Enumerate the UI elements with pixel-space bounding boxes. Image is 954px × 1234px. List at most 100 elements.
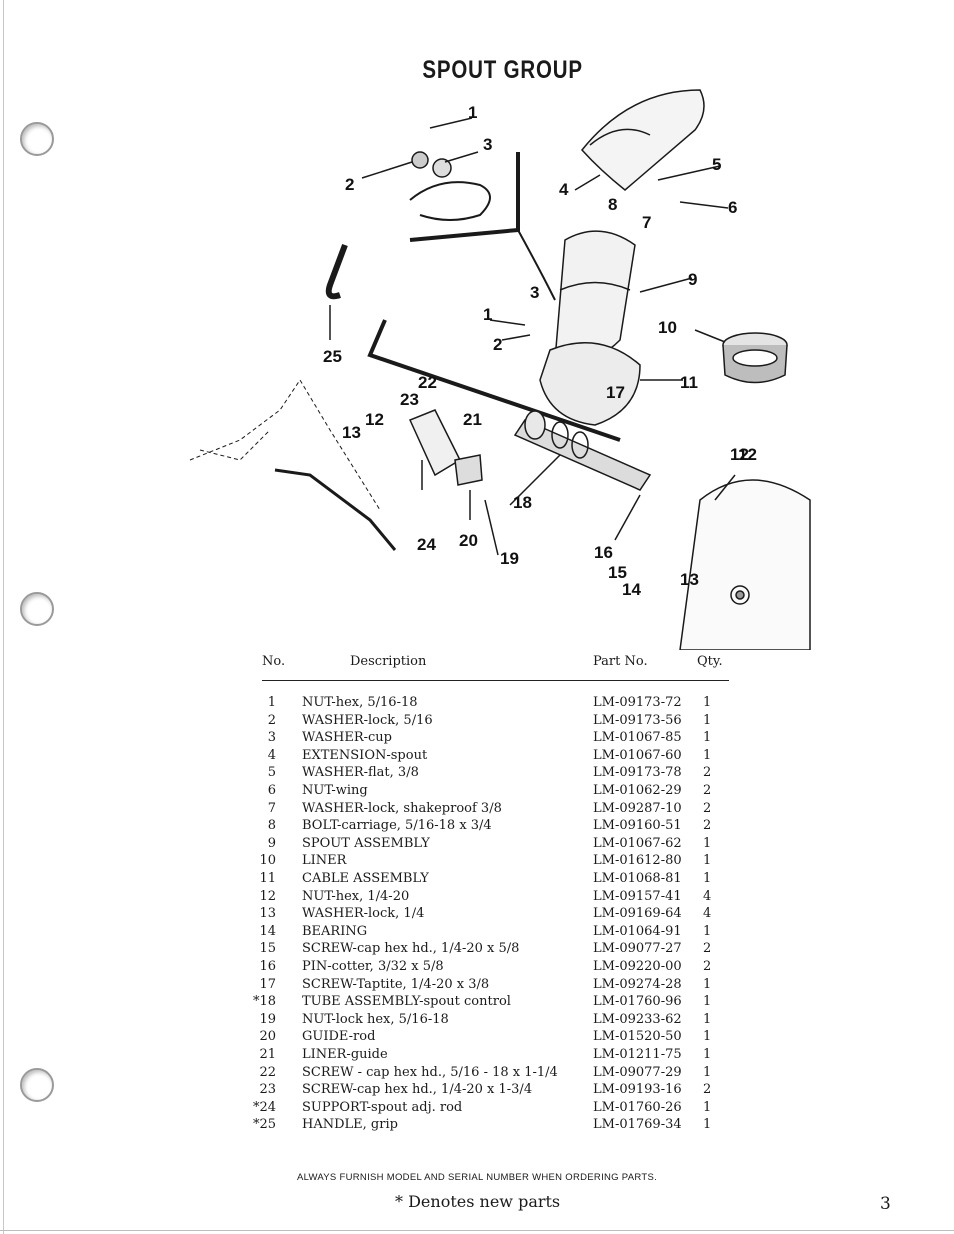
part-description: WASHER-flat, 3/8 bbox=[302, 765, 419, 781]
part-number-index: 19 bbox=[259, 1011, 276, 1027]
part-description: NUT-wing bbox=[302, 783, 368, 798]
ordering-notice: ALWAYS FURNISH MODEL AND SERIAL NUMBER W… bbox=[296, 1172, 658, 1183]
part-number: LM-01067-60 bbox=[593, 747, 682, 763]
callout-label: 2 bbox=[493, 335, 502, 354]
part-description: BEARING bbox=[302, 923, 368, 939]
part-quantity: 1 bbox=[703, 1047, 712, 1062]
callout-label: 17 bbox=[606, 383, 625, 402]
callout-label: 5 bbox=[712, 155, 721, 174]
header-rule bbox=[262, 680, 729, 681]
part-number: LM-09220-00 bbox=[593, 959, 682, 974]
callout-label: 4 bbox=[559, 180, 569, 199]
part-description: NUT-hex, 1/4-20 bbox=[302, 888, 410, 904]
part-quantity: 2 bbox=[703, 941, 712, 957]
new-parts-footnote: * Denotes new parts bbox=[395, 1192, 561, 1211]
callout-label: 13 bbox=[680, 570, 699, 589]
page-title: SPOUT GROUP bbox=[422, 56, 583, 84]
part-quantity: 2 bbox=[703, 800, 712, 816]
page-number: 3 bbox=[880, 1194, 891, 1214]
part-quantity: 1 bbox=[703, 1029, 712, 1045]
column-header-qty: Qty. bbox=[697, 654, 723, 669]
binder-hole-top bbox=[20, 122, 54, 156]
part-quantity: 1 bbox=[703, 835, 712, 851]
part-description: NUT-hex, 5/16-18 bbox=[302, 695, 418, 710]
part-number: LM-01520-50 bbox=[593, 1029, 682, 1045]
callout-label: 13 bbox=[342, 423, 361, 442]
part-number: LM-09160-51 bbox=[593, 818, 682, 834]
part-number: LM-09274-28 bbox=[593, 976, 682, 992]
part-number-index: 3 bbox=[267, 730, 276, 746]
part-quantity: 1 bbox=[703, 747, 712, 763]
callout-label: 6 bbox=[728, 198, 737, 217]
part-number-index: 1 bbox=[267, 695, 276, 710]
part-description: WASHER-lock, 1/4 bbox=[302, 906, 425, 922]
binder-hole-middle bbox=[20, 592, 54, 626]
part-description: TUBE ASSEMBLY-spout control bbox=[302, 994, 511, 1010]
part-quantity: 2 bbox=[703, 959, 712, 974]
part-number: LM-01067-85 bbox=[593, 730, 682, 746]
part-description: SPOUT ASSEMBLY bbox=[302, 835, 430, 851]
table-row: 20 GUIDE-rod LM-01520-50 1 bbox=[0, 1028, 954, 1046]
part-number: LM-09233-62 bbox=[593, 1011, 682, 1027]
callout-label: 24 bbox=[417, 535, 436, 554]
column-header-part-no: Part No. bbox=[593, 654, 648, 669]
part-number: LM-09193-16 bbox=[593, 1082, 682, 1098]
page-edge bbox=[3, 0, 4, 1234]
table-row: 1 NUT-hex, 5/16-18 LM-09173-72 1 bbox=[0, 694, 954, 712]
part-quantity: 1 bbox=[703, 871, 712, 886]
part-number: LM-09173-72 bbox=[593, 695, 682, 710]
part-quantity: 1 bbox=[703, 695, 712, 710]
table-row: 4 EXTENSION-spout LM-01067-60 1 bbox=[0, 747, 954, 765]
part-number-index: 14 bbox=[259, 923, 276, 939]
part-description: EXTENSION-spout bbox=[302, 747, 428, 763]
part-quantity: 2 bbox=[703, 1082, 712, 1098]
callout-label: 14 bbox=[622, 580, 641, 599]
callout-label: 21 bbox=[463, 410, 482, 429]
part-quantity: 1 bbox=[703, 1099, 712, 1115]
part-number: LM-09173-78 bbox=[593, 765, 682, 781]
part-number-index: 9 bbox=[267, 835, 276, 851]
part-number: LM-01211-75 bbox=[593, 1047, 682, 1062]
part-number: LM-01760-26 bbox=[593, 1099, 682, 1115]
part-number: LM-09077-27 bbox=[593, 941, 682, 957]
part-number-index: 21 bbox=[259, 1047, 276, 1062]
part-description: CABLE ASSEMBLY bbox=[302, 871, 429, 886]
part-number: LM-09173-56 bbox=[593, 712, 682, 728]
callout-label: 15 bbox=[608, 563, 627, 582]
part-number-index: 11 bbox=[259, 871, 276, 886]
part-description: SCREW-cap hex hd., 1/4-20 x 5/8 bbox=[302, 941, 520, 957]
callout-label: 18 bbox=[513, 493, 532, 512]
part-number: LM-01769-34 bbox=[593, 1117, 682, 1133]
part-number-index: 20 bbox=[259, 1029, 276, 1045]
part-number-index: 7 bbox=[267, 800, 276, 816]
part-quantity: 1 bbox=[703, 712, 712, 728]
table-row: 11 CABLE ASSEMBLY LM-01068-81 1 bbox=[0, 870, 954, 888]
part-number: LM-09169-64 bbox=[593, 906, 682, 922]
part-description: LINER bbox=[302, 853, 347, 869]
callout-label: 20 bbox=[459, 531, 478, 550]
part-quantity: 1 bbox=[703, 1117, 712, 1133]
part-quantity: 2 bbox=[703, 765, 712, 781]
part-number-index: 4 bbox=[267, 747, 276, 763]
part-quantity: 1 bbox=[703, 1064, 712, 1080]
callout-label: 3 bbox=[530, 283, 539, 302]
part-number-index: 13 bbox=[259, 906, 276, 922]
part-number: LM-01068-81 bbox=[593, 871, 682, 886]
part-quantity: 1 bbox=[703, 730, 712, 746]
part-number: LM-01062-29 bbox=[593, 783, 682, 798]
callout-label: 12 bbox=[365, 410, 384, 429]
part-description: GUIDE-rod bbox=[302, 1029, 376, 1045]
